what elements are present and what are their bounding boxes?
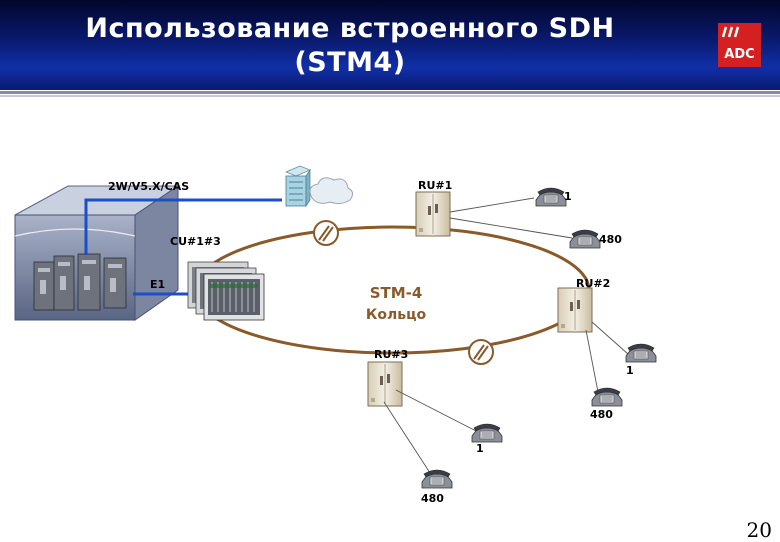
interface-label: 2W/V5.X/CAS [108,180,189,193]
telephone-icon-ru3-1 [471,423,503,443]
logo-text: ADC [724,47,754,62]
server-icon [285,165,311,208]
signaling-link [84,198,282,255]
telephone-icon-ru2-1 [625,343,657,363]
ru2-label: RU#2 [576,277,610,290]
e1-label: E1 [150,278,165,291]
telephone-icon-ru1-1 [535,187,567,207]
adc-logo: ADC [718,23,761,67]
ru2-count-1: 1 [626,364,634,377]
ru1-count-480: 480 [599,233,622,246]
subscriber-lines [383,197,629,477]
ru3-count-1: 1 [476,442,484,455]
title-divider-secondary [0,95,780,97]
title-divider [0,91,780,94]
ru1-cabinet-icon [415,191,451,237]
telephone-icon-ru3-480 [421,469,453,489]
regenerator-icon-2 [468,339,494,365]
ru2-cabinet-icon [557,287,593,333]
slide-title: Использование встроенного SDH (STM4) [40,12,660,80]
ru1-count-1: 1 [564,190,572,203]
ru3-cabinet-icon [367,361,403,407]
exchange-building-icon [14,185,180,321]
ru3-count-480: 480 [421,492,444,505]
title-bar [0,0,780,90]
slide-title-line1: Использование встроенного SDH [85,13,615,44]
regenerator-icon-1 [313,220,339,246]
slide-title-line2: (STM4) [294,47,406,78]
cu-label: CU#1#3 [170,235,221,248]
telephone-icon-ru1-480 [569,229,601,249]
ru1-label: RU#1 [418,179,452,192]
ru3-label: RU#3 [374,348,408,361]
cu-cabinet-stack [187,261,265,321]
cloud-icon [309,177,354,205]
telephone-icon-ru2-480 [591,387,623,407]
ru2-count-480: 480 [590,408,613,421]
page-number: 20 [746,518,772,542]
ring-name: STM-4 [370,284,423,302]
ring-subtitle: Кольцо [366,307,427,323]
